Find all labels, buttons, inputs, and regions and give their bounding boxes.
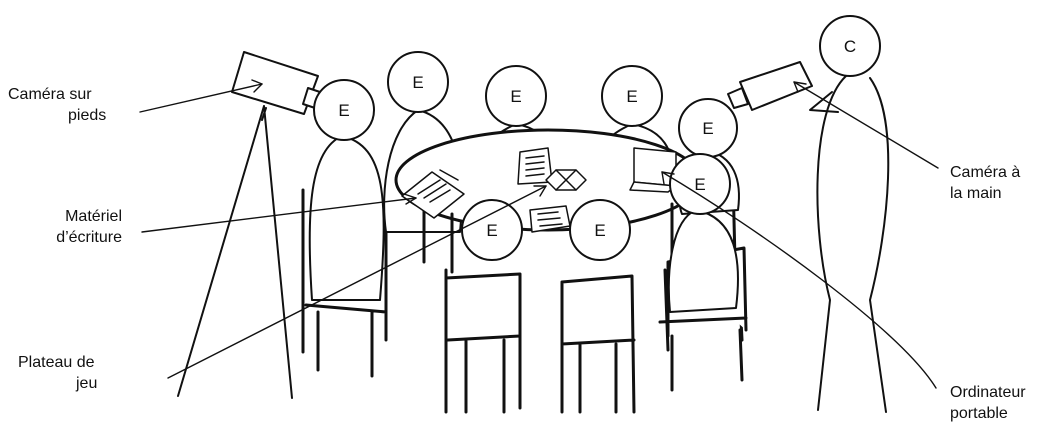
label-line: pieds <box>8 105 106 126</box>
chair-front-middle <box>562 276 634 412</box>
cameraperson-body <box>817 76 888 412</box>
head-letter-e: E <box>594 221 605 240</box>
label-line: Matériel <box>18 206 122 227</box>
label-writing-material: Matériel d’écriture <box>18 206 122 248</box>
label-line: Caméra sur <box>8 84 106 105</box>
label-camera-tripod: Caméra sur pieds <box>8 84 106 126</box>
head-letter-e: E <box>626 87 637 106</box>
student-body <box>669 210 738 312</box>
head-letter-e: E <box>486 221 497 240</box>
chair-front-left <box>446 270 520 412</box>
cameraperson <box>728 16 888 412</box>
label-line: la main <box>950 183 1020 204</box>
label-camera-hand: Caméra à la main <box>950 162 1020 204</box>
label-line: Ordinateur <box>950 382 1026 403</box>
head-letter-c: C <box>844 37 856 56</box>
student-body <box>310 136 384 300</box>
pointer-camera-hand <box>794 82 938 168</box>
label-laptop: Ordinateur portable <box>950 382 1026 422</box>
pointer-camera-tripod <box>140 84 262 112</box>
head-letter-e: E <box>510 87 521 106</box>
head-letter-e: E <box>694 175 705 194</box>
game-board-object <box>546 170 586 190</box>
label-line: d’écriture <box>18 227 122 248</box>
label-line: jeu <box>18 373 97 394</box>
head-letter-e: E <box>338 101 349 120</box>
head-letter-e: E <box>412 73 423 92</box>
tripod-legs <box>178 106 292 398</box>
label-line: Plateau de <box>18 352 97 373</box>
label-game-board: Plateau de jeu <box>18 352 97 394</box>
head-letter-e: E <box>702 119 713 138</box>
label-line: Caméra à <box>950 162 1020 183</box>
label-line: portable <box>950 403 1026 422</box>
